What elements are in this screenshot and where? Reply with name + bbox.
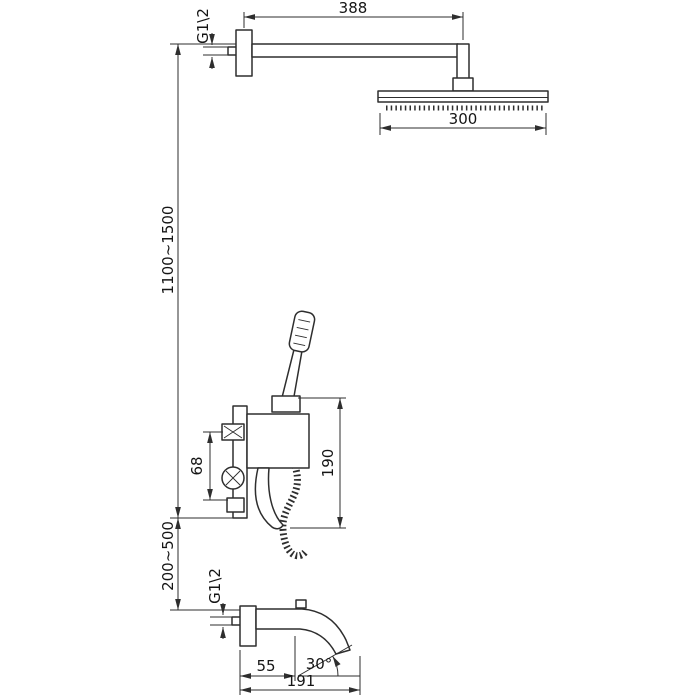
shower-arm-assembly <box>227 29 474 92</box>
dim-port-spacing-extensions <box>203 431 228 501</box>
dim-lower-range-label: 200~500 <box>159 521 177 591</box>
mixer-bottom-port <box>226 497 245 513</box>
dim-top-thread-extensions <box>203 46 228 56</box>
dim-head-width-extensions <box>379 113 547 135</box>
dim-mount-height-label: 1100~1500 <box>159 206 177 295</box>
spout-diverter-knob <box>295 599 307 609</box>
mixer-lever-handle <box>254 467 284 530</box>
dim-spout-offset-label: 55 <box>256 657 275 675</box>
tub-spout <box>231 599 351 655</box>
dim-bottom-thread-label: G1\2 <box>206 568 224 604</box>
dim-mount-height-extensions <box>170 43 236 519</box>
shower-head-plate <box>377 90 549 103</box>
dim-arm-length-label: 388 <box>339 0 368 17</box>
dim-valve-height-label: 190 <box>319 449 337 478</box>
hand-shower-face-lines <box>293 319 311 346</box>
arm-wall-flange <box>235 29 253 77</box>
spout-wall-flange <box>239 605 257 647</box>
hand-shower-holder <box>271 395 301 413</box>
dim-spout-length-label: 191 <box>287 672 316 690</box>
angle-arc <box>332 655 341 677</box>
angle-ray <box>297 644 353 677</box>
head-connector-nut <box>452 77 474 92</box>
dim-top-thread-label: G1\2 <box>194 8 212 44</box>
dim-port-spacing-label: 68 <box>188 456 206 475</box>
spout-body <box>255 608 351 655</box>
shower-head <box>377 90 549 111</box>
dimensions: 388 300 G1\2 1100~1500 200~500 68 190 G1… <box>159 0 547 695</box>
mixer-top-port-cross <box>223 425 243 439</box>
dim-head-width-label: 300 <box>449 110 478 128</box>
mixer-body <box>246 413 310 469</box>
mixer-inlet-cross <box>225 470 241 486</box>
arm-pipe <box>251 43 459 58</box>
dim-spout-angle-label: 30° <box>306 655 333 673</box>
dim-bottom-thread-extensions <box>210 616 233 626</box>
hand-shower-head <box>288 310 316 353</box>
arm-riser <box>456 43 470 81</box>
hand-shower <box>279 310 316 406</box>
mixer-assembly <box>221 310 316 560</box>
shower-hose <box>279 464 309 560</box>
